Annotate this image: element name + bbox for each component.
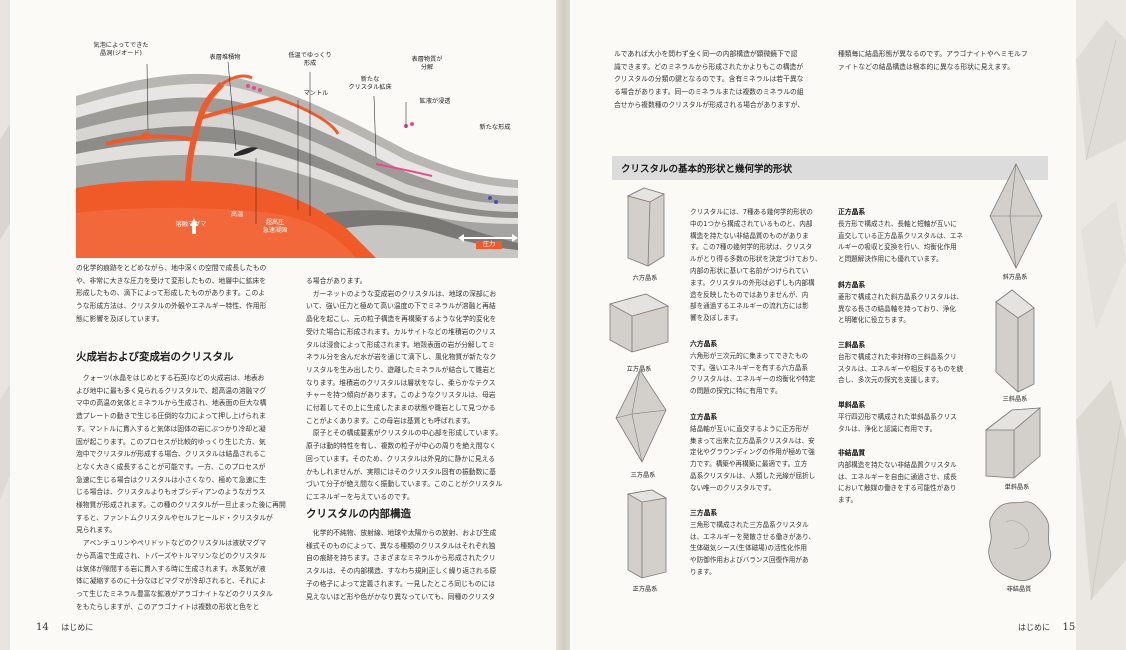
crystal-photo-left-edge (0, 0, 12, 650)
system-monoclinic-desc: 平行四辺形で構成された単斜晶系クリス タルは、浄化と認識に有用です。 (838, 412, 957, 433)
label-amorphous-illus: 非結晶質 (1006, 586, 1032, 593)
label-triclinic-illus: 三斜晶系 (1002, 396, 1028, 403)
system-hexagonal-name: 六方晶系 (690, 340, 718, 348)
system-hexagonal: 六方晶系 六角形が三次元的に集まってできたもの です。強いエネルギーを有する六方… (690, 339, 832, 398)
label-surface-decomp: 表層物質が 分解 (411, 56, 443, 71)
label-cubic-illus: 立方晶系 (626, 366, 652, 373)
left-col2-body: る場合があります。 ガーネットのような変成岩のクリスタルは、地球の深部にお いて… (306, 277, 503, 501)
system-trigonal-desc: 三角形で構成された三方晶系クリスタル は、エネルギーを発散させる働きがあり、 生… (690, 520, 816, 576)
amorphous-crystal-illustration (988, 501, 1052, 581)
label-orthorhombic-illus: 斜方晶系 (1002, 274, 1028, 281)
system-monoclinic: 単斜晶系 平行四辺形で構成された単斜晶系クリス タルは、浄化と認識に有用です。 (838, 400, 980, 435)
crystal-shapes-heading: クリスタルの基本的形状と幾何学的形状 (621, 164, 793, 175)
system-orthorhombic-name: 斜方晶系 (838, 281, 866, 289)
left-col1-body: クォーツ(水晶をはじめとする石英)などの火成岩は、地表お よび地中に最も多く見ら… (76, 374, 286, 611)
system-amorphous-desc: 内部構造を持たない非結晶質クリスタル は、エネルギーを自由に通過させ、成長 にお… (838, 460, 957, 505)
label-new-form: 新たな形成 (479, 124, 511, 131)
system-amorphous: 非結晶質 内部構造を持たない非結晶質クリスタル は、エネルギーを自由に通過させ、… (838, 448, 980, 507)
label-slow-cool: 低温でゆっくり 形成 (288, 52, 332, 67)
folio-label-left: はじめに (61, 623, 94, 632)
crystal-photo-right-edge (1076, 0, 1126, 650)
label-high-temp: 高温 (230, 211, 244, 218)
book-gutter (556, 0, 572, 650)
system-cubic: 立方晶系 結晶軸が互いに直交するように正方形が 集まって出来た立方晶系クリスタル… (690, 412, 832, 495)
system-triclinic: 三斜晶系 台形で構成された非対称の三斜晶系クリ スタルは、エネルギーや相反するも… (838, 340, 980, 387)
label-hexagonal-illus: 六方晶系 (632, 275, 658, 282)
heading-igneous: 火成岩および変成岩のクリスタル (76, 351, 234, 363)
folio-label-right: はじめに (1018, 623, 1050, 632)
geology-diagram (76, 61, 518, 258)
label-geode: 気泡によってできた 晶洞(ジオード) (93, 42, 149, 57)
label-trigonal-illus: 三方晶系 (630, 472, 656, 479)
label-new-crystal: 新たな クリスタル拡床 (348, 76, 392, 91)
label-magma: 溶融マグマ (175, 221, 207, 228)
system-tetragonal-name: 正方晶系 (838, 208, 866, 216)
label-mantle: マントル (303, 90, 329, 97)
system-trigonal: 三方晶系 三角形で構成された三方晶系クリスタル は、エネルギーを発散させる働きが… (690, 508, 832, 579)
right-page: ルであれば大小を問わず全く同一の内部構造が顕微鏡下で認 識できます。どのミネラル… (570, 0, 1076, 650)
system-cubic-desc: 結晶軸が互いに直交するように正方形が 集まって出来た立方晶系クリスタルは、安 定… (690, 424, 816, 492)
system-triclinic-name: 三斜晶系 (838, 341, 866, 349)
folio-left: 14 はじめに (36, 622, 93, 633)
system-cubic-name: 立方晶系 (690, 413, 718, 421)
system-orthorhombic: 斜方晶系 菱形で構成された斜方晶系クリスタルは、 異なる長さの結晶軸を持っており… (838, 280, 980, 327)
crystal-shapes-heading-box: クリスタルの基本的形状と幾何学的形状 (612, 156, 1048, 180)
folio-right: はじめに 15 (1018, 622, 1075, 633)
monoclinic-crystal-illustration (984, 407, 1042, 479)
right-top-col1: ルであれば大小を問わず全く同一の内部構造が顕微鏡下で認 識できます。どのミネラル… (614, 50, 805, 109)
label-ultra-high: 超高圧 急速凝固 (262, 219, 288, 234)
label-surface-deposit: 表層堆積物 (209, 54, 241, 61)
system-tetragonal: 正方晶系 長方形で構成され、長軸と短軸が互いに 直交している正方晶系クリスタルは… (838, 207, 980, 266)
system-tetragonal-desc: 長方形で構成され、長軸と短軸が互いに 直交している正方晶系クリスタルは、エネ ル… (838, 219, 964, 264)
page-number-left: 14 (36, 622, 49, 633)
hexagonal-crystal-illustration (626, 187, 666, 267)
left-col1-intro: の化学的痕跡をとどめながら、地中深くの空間で成長したもの や、非常に大きな圧力を… (76, 264, 267, 323)
system-orthorhombic-desc: 菱形で構成された斜方晶系クリスタルは、 異なる長さの結晶軸を持っており、浄化 と… (838, 292, 964, 325)
label-monoclinic-illus: 単斜晶系 (1004, 484, 1030, 491)
system-hexagonal-desc: 六角形が三次元的に集まってできたもの です。強いエネルギーを有する六方晶系 クリ… (690, 351, 816, 396)
trigonal-crystal-illustration (615, 369, 667, 463)
cubic-crystal-illustration (608, 293, 670, 353)
left-page: 気泡によってできた 晶洞(ジオード) 表層堆積物 低温でゆっくり 形成 表層物質… (10, 0, 558, 650)
system-triclinic-desc: 台形で構成された非対称の三斜晶系クリ スタルは、エネルギーや相反するものを統 合… (838, 352, 964, 385)
system-trigonal-name: 三方晶系 (690, 509, 718, 517)
system-amorphous-name: 非結晶質 (838, 449, 866, 457)
label-vein: 鉱液が浸透 (419, 98, 451, 105)
orthorhombic-crystal-illustration (989, 163, 1043, 269)
triclinic-crystal-illustration (995, 289, 1035, 393)
system-monoclinic-name: 単斜晶系 (838, 401, 866, 409)
left-col2: る場合があります。 ガーネットのような変成岩のクリスタルは、地球の深部にお いて… (306, 275, 518, 504)
heading-internal-structure: クリスタルの内部構造 (306, 508, 411, 520)
label-pressure: 圧力 (476, 241, 502, 249)
page-number-right: 15 (1062, 622, 1076, 633)
crystal-intro: クリスタルには、7種ある幾何学的形状の 中の1つから構成されているものと、内部 … (690, 208, 822, 323)
label-tetragonal-illus: 正方晶系 (632, 586, 658, 593)
left-col1: の化学的痕跡をとどめながら、地中深くの空間で成長したもの や、非常に大きな圧力を… (76, 262, 302, 326)
tetragonal-crystal-illustration (626, 489, 668, 579)
right-top-col2: 種類毎に結晶形態が異なるのです。アラゴナイトやヘミモルフ ァイトなどの結晶構造は… (838, 50, 1028, 71)
left-col2-body2: 化学的不純物、放射線、地球や太陽からの放射、および生成 様式そのものによって、異… (306, 529, 497, 601)
